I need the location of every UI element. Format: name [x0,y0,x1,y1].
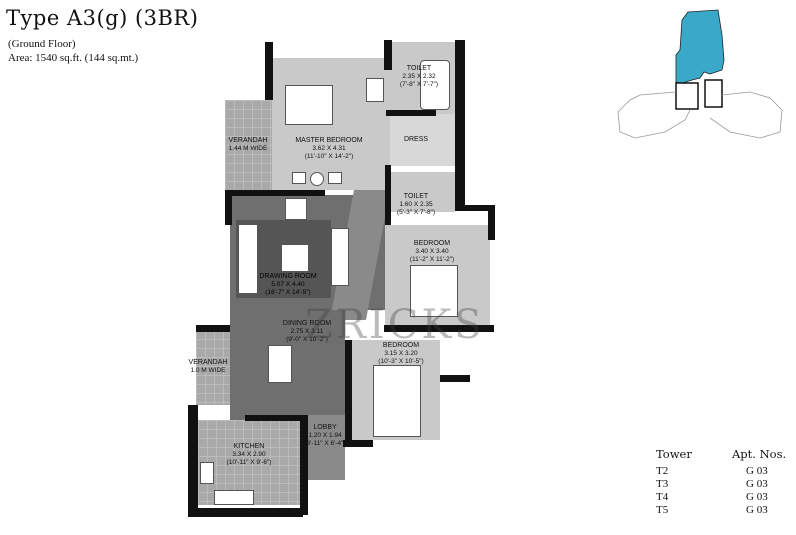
dining-table [268,345,292,383]
floor-label: (Ground Floor) [8,38,76,50]
watermark: ZRICKS [305,302,485,348]
apt-cell: G 03 [746,465,768,477]
room-label: DRESS [403,136,429,143]
wall [386,110,436,116]
key-plan-core [675,82,699,110]
bed [285,85,333,125]
table-row: T2 G 03 [654,465,796,478]
wall [300,415,308,515]
wall [384,325,494,332]
wall [488,205,495,240]
bathtub [420,60,450,110]
wall [245,415,305,421]
sofa-side [331,228,349,286]
chair [292,172,306,184]
wall [345,340,352,440]
wall [188,405,198,517]
wall [225,190,232,225]
key-plan-core [704,79,723,108]
side-table [310,172,324,186]
bed [373,365,421,437]
wall [188,508,303,517]
apt-cell: G 03 [746,478,768,490]
tower-cell: T3 [656,478,669,490]
wall [455,205,493,211]
key-plan [617,9,783,139]
table-row: T5 G 03 [654,504,796,517]
key-plan-outline [617,91,691,139]
verandah-lower [196,330,230,405]
verandah-upper [225,100,272,190]
stove [214,490,254,505]
table-header: Tower Apt. Nos. [654,447,796,465]
tower-cell: T4 [656,491,669,503]
table-row: T4 G 03 [654,491,796,504]
toilet-2 [385,172,455,212]
tower-table: Tower Apt. Nos. T2 G 03 T3 G 03 T4 G 03 T5 G… [654,447,796,517]
table-row: T3 G 03 [654,478,796,491]
wall [196,325,230,332]
coffee-table [281,244,309,272]
tower-cell: T5 [656,504,669,516]
chair [328,172,342,184]
plan-title: Type A3(g) (3BR) [6,6,199,30]
sink [200,462,214,484]
wall [265,42,273,100]
wall [440,375,470,382]
desk [366,78,384,102]
tower-cell: T2 [656,465,669,477]
wall [343,440,373,447]
wall [384,40,392,70]
column-header: Tower [656,447,692,461]
sofa [238,224,258,294]
key-plan-outline [709,91,783,139]
key-plan-highlight [675,9,725,85]
dress-area [390,114,455,166]
wall [455,40,465,206]
apt-cell: G 03 [746,504,768,516]
column-header: Apt. Nos. [732,447,787,461]
area-label: Area: 1540 sq.ft. (144 sq.mt.) [8,52,139,64]
armchair [285,198,307,220]
wall [225,190,325,196]
apt-cell: G 03 [746,491,768,503]
lobby [307,415,345,480]
bed [410,265,458,317]
wall [385,165,391,225]
